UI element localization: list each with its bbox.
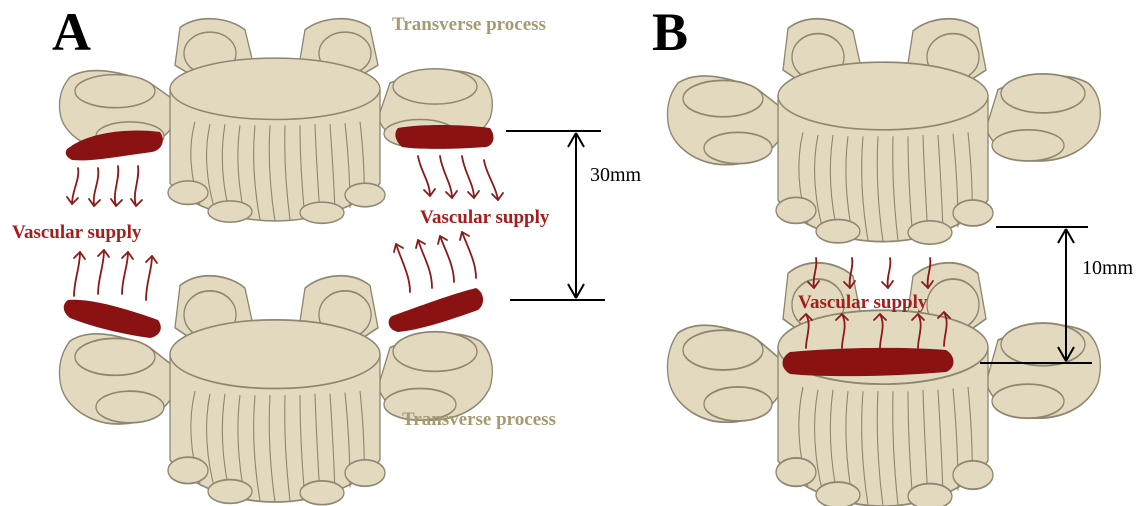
graft-lower-right [389, 288, 483, 332]
panel-a-letter: A [52, 2, 91, 62]
vessels-lower-right [396, 232, 476, 292]
panel-b-upper-vertebra [667, 19, 1100, 244]
vascular-supply-label-center: Vascular supply [798, 292, 928, 313]
vascular-supply-label-right: Vascular supply [420, 207, 550, 228]
panel-a: A [12, 2, 642, 505]
panel-b: B [652, 2, 1134, 506]
vessels-upper-right [418, 156, 498, 200]
transverse-process-label-bottom: Transverse process [402, 409, 556, 430]
graft-interbody [783, 348, 954, 376]
transverse-process-label-top: Transverse process [392, 14, 546, 35]
vessels-upper-left [72, 166, 138, 206]
dimension-label-10mm: 10mm [1082, 257, 1134, 279]
dimension-label-30mm: 30mm [590, 164, 642, 186]
panel-b-letter: B [652, 2, 688, 62]
graft-upper-right [395, 125, 493, 149]
vertebra-shape [667, 19, 1100, 244]
vessels-lower-left [74, 250, 152, 300]
vascular-supply-label-left: Vascular supply [12, 222, 142, 243]
graft-lower-left [64, 300, 161, 338]
